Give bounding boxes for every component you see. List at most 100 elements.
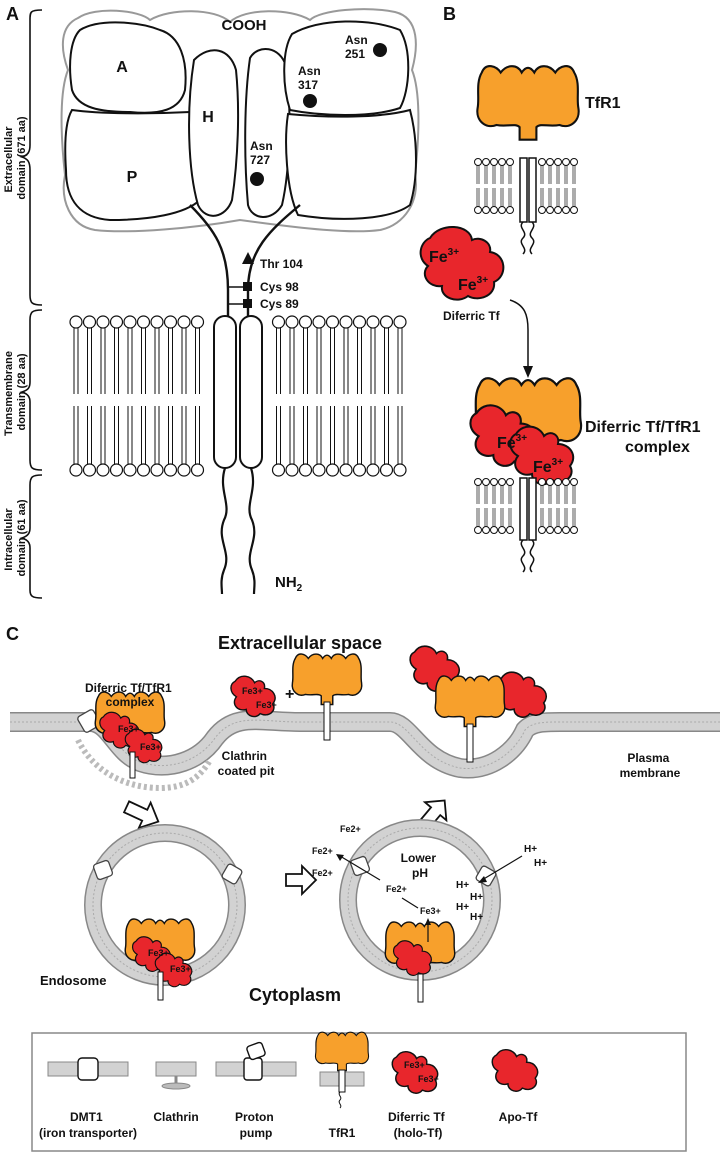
lipid-molecule — [482, 478, 490, 534]
clathrin-pit-label: Clathrin coated pit — [218, 749, 275, 778]
transmembrane-label: Transmembrane domain (28 aa) — [3, 348, 28, 436]
diferric-tf-label: Diferric Tf — [443, 309, 501, 323]
legend-fe-label-1: Fe3+ — [404, 1060, 425, 1070]
lipid-molecule — [570, 158, 578, 214]
pit-fe-label-1: Fe3+ — [118, 724, 139, 734]
free-tfr1-stalk — [323, 701, 331, 741]
fe3-release-arrowhead — [425, 918, 431, 925]
legend-tfr1-tail — [338, 1091, 342, 1109]
lipid-molecule — [554, 478, 562, 534]
panel-a-label: A — [6, 4, 19, 24]
lipid-molecule — [339, 315, 353, 477]
legend-clathrin-membrane — [155, 1061, 197, 1077]
lipid-molecule — [69, 315, 83, 477]
recycled-tfr1-icon — [434, 675, 506, 728]
acid-endosome-tfr1-stalk — [417, 973, 424, 1003]
lipid-molecule — [123, 315, 137, 477]
asn-727-label: Asn 727 — [250, 139, 276, 167]
lipid-molecule — [96, 315, 110, 477]
fe2-label-1: Fe2+ — [340, 824, 361, 834]
proton-import-arrowhead — [478, 876, 487, 883]
legend-tfr1-stalk — [338, 1069, 346, 1093]
free-fe-label-1: Fe3+ — [242, 686, 263, 696]
tfr1-tm-right-b2 — [528, 477, 537, 541]
cys-98-label: Cys 98 — [260, 280, 299, 294]
lipid-molecule — [570, 478, 578, 534]
fe2-label-2: Fe2+ — [312, 846, 333, 856]
protease-like-domain-p — [64, 108, 204, 222]
fe-label-b3: Fe3+ — [497, 433, 527, 452]
legend-proton-pump-head-icon — [246, 1041, 266, 1061]
legend-clathrin-icon — [161, 1082, 191, 1090]
nh2-label: NH2 — [275, 574, 303, 594]
asn-317-site — [303, 94, 317, 108]
reduction-arrow — [401, 897, 419, 909]
lipid-molecule — [546, 158, 554, 214]
extracellular-label: Extracellular domain (671 aa) — [3, 116, 28, 199]
diferric-tf-icon — [419, 225, 505, 301]
legend-dmt1-label: DMT1 (iron transporter) — [39, 1110, 137, 1140]
lipid-molecule — [506, 478, 514, 534]
domain-p-label: P — [127, 169, 138, 186]
cys-89-label: Cys 89 — [260, 297, 299, 311]
asn-251-label: Asn 251 — [345, 33, 371, 61]
legend-dmt1-icon — [77, 1057, 99, 1081]
intracellular-brace — [19, 474, 43, 599]
endosome-proton-pump-icon — [221, 863, 243, 885]
plasma-membrane-label: Plasma membrane — [620, 751, 681, 780]
lipid-molecule — [177, 315, 191, 477]
lipid-molecule — [393, 315, 407, 477]
lipid-molecule — [498, 478, 506, 534]
lipid-molecule — [82, 315, 97, 477]
extracellular-space-label: Extracellular space — [218, 633, 382, 653]
lipid-molecule — [562, 158, 570, 214]
legend-fe-label-2: Fe3+ — [418, 1074, 439, 1084]
lipid-molecule — [285, 315, 299, 477]
fe-label-b2: Fe3+ — [458, 275, 488, 294]
lipid-molecule — [312, 315, 326, 477]
legend-clathrin-label: Clathrin — [153, 1110, 198, 1124]
lipid-molecule — [109, 315, 124, 477]
protease-like-domain-right — [285, 108, 417, 220]
tfr1-label: TfR1 — [585, 95, 621, 112]
endosome-dmt1-icon — [92, 859, 114, 881]
tm-helix-left — [213, 315, 237, 469]
lipid-molecule — [490, 158, 498, 214]
endosome-label: Endosome — [40, 973, 106, 988]
plus-sign: + — [285, 686, 294, 703]
lipid-molecule — [190, 315, 205, 477]
legend-proton-pump-icon — [243, 1057, 263, 1081]
proton-import-arrow — [481, 855, 523, 881]
apical-domain-a — [69, 21, 187, 114]
legend-proton-pump-label: Proton pump — [235, 1110, 277, 1140]
lipid-molecule — [325, 315, 340, 477]
lipid-molecule — [271, 315, 286, 477]
lipid-bilayer-a — [69, 315, 407, 477]
h-plus-out-2: H+ — [534, 858, 547, 869]
lipid-molecule — [298, 315, 313, 477]
fe-label-b1: Fe3+ — [429, 247, 459, 266]
binding-arrow — [509, 299, 529, 370]
endosome-tfr1-stalk — [157, 971, 164, 1001]
panel-c-label: C — [6, 624, 19, 644]
lipid-molecule — [366, 315, 380, 477]
panel-b-label: B — [443, 4, 456, 24]
free-fe-label-2: Fe3+ — [256, 700, 277, 710]
lipid-molecule — [554, 158, 562, 214]
cytoplasm-label: Cytoplasm — [249, 985, 341, 1005]
lipid-molecule — [482, 158, 490, 214]
tfr1-tm-left-b2 — [519, 477, 528, 541]
tfr1-receptor-icon — [476, 65, 580, 141]
intracellular-label: Intracellular domain (61 aa) — [3, 499, 28, 576]
transmembrane-brace — [19, 309, 43, 471]
thr-104-marker — [242, 252, 254, 264]
lipid-molecule — [538, 158, 546, 214]
complex-label-b: Diferric Tf/TfR1 complex — [585, 419, 705, 456]
lipid-molecule — [474, 478, 482, 534]
fe2-label-3: Fe2+ — [312, 868, 333, 878]
free-tfr1-icon — [291, 653, 363, 706]
cytoplasmic-tail-right — [248, 467, 256, 595]
h-plus-in-3: H+ — [456, 902, 469, 913]
fe2-export-arrow — [339, 855, 381, 881]
